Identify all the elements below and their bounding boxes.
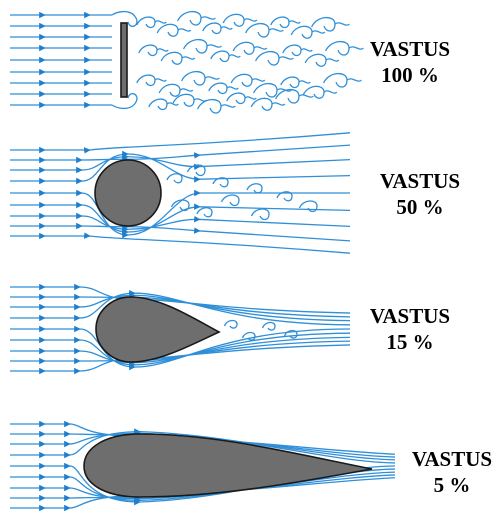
- streamlines-2: [10, 133, 350, 253]
- label-value: 50 %: [364, 194, 476, 220]
- wake-eddy: [211, 51, 240, 61]
- wake-eddy: [184, 40, 222, 53]
- panel-streamlined-body: [10, 424, 395, 508]
- wake-eddy: [198, 100, 236, 113]
- streamline: [10, 133, 350, 150]
- panel-flat-plate: [10, 12, 363, 113]
- wake-eddy: [137, 17, 166, 27]
- streamlines-1: [10, 12, 137, 109]
- wake-eddy: [252, 209, 270, 220]
- label-word: VASTUS: [354, 303, 466, 329]
- wake-2: [167, 165, 317, 220]
- flat-plate-body: [121, 23, 127, 97]
- wake-eddy: [276, 90, 314, 103]
- wake-eddy: [227, 93, 256, 103]
- wake-1: [137, 12, 364, 113]
- label-word: VASTUS: [364, 168, 476, 194]
- wake-eddy: [222, 195, 240, 206]
- streamline: [10, 193, 350, 235]
- wake-eddy: [137, 75, 166, 85]
- wake-eddy: [197, 208, 212, 217]
- streamline: [10, 145, 350, 160]
- wake-eddy: [203, 23, 232, 33]
- streamline: [10, 226, 350, 241]
- streamline: [10, 287, 350, 313]
- wake-eddy: [233, 42, 267, 54]
- streamlined-body: [84, 434, 372, 497]
- streamline: [10, 205, 350, 232]
- wake-eddy: [139, 45, 168, 55]
- wake-eddy: [256, 52, 294, 65]
- label-value: 100 %: [354, 62, 466, 88]
- streamline: [10, 216, 350, 229]
- wake-eddy: [209, 83, 238, 93]
- streamline: [10, 154, 350, 181]
- wake-eddy: [167, 174, 182, 183]
- label-value: 15 %: [354, 329, 466, 355]
- wake-eddy: [161, 52, 195, 64]
- wake-eddy: [157, 24, 191, 36]
- label-drag-100: VASTUS 100 %: [354, 36, 466, 88]
- wake-eddy: [178, 12, 216, 25]
- label-word: VASTUS: [354, 36, 466, 62]
- wake-eddy: [263, 322, 276, 330]
- wake-eddy: [246, 24, 284, 37]
- cylinder-body: [95, 160, 161, 226]
- label-drag-15: VASTUS 15 %: [354, 303, 466, 355]
- label-drag-5: VASTUS 5 %: [400, 446, 504, 498]
- label-drag-50: VASTUS 50 %: [364, 168, 476, 220]
- wake-eddy: [291, 26, 325, 38]
- wake-eddy: [281, 77, 310, 87]
- streamline: [10, 236, 350, 253]
- panel-teardrop: [10, 287, 350, 371]
- wake-eddy: [182, 72, 220, 85]
- label-value: 5 %: [400, 472, 504, 498]
- panel-cylinder: [10, 133, 350, 253]
- wake-eddy: [247, 184, 262, 193]
- wake-eddy: [225, 320, 238, 328]
- wake-eddy: [283, 45, 312, 55]
- wake-eddy: [312, 18, 350, 31]
- streamline: [10, 157, 350, 170]
- wake-eddy: [223, 14, 257, 26]
- label-word: VASTUS: [400, 446, 504, 472]
- wake-3: [225, 320, 298, 340]
- wake-eddy: [305, 54, 339, 66]
- wake-eddy: [271, 17, 300, 27]
- wake-eddy: [251, 98, 285, 110]
- wake-eddy: [231, 74, 265, 86]
